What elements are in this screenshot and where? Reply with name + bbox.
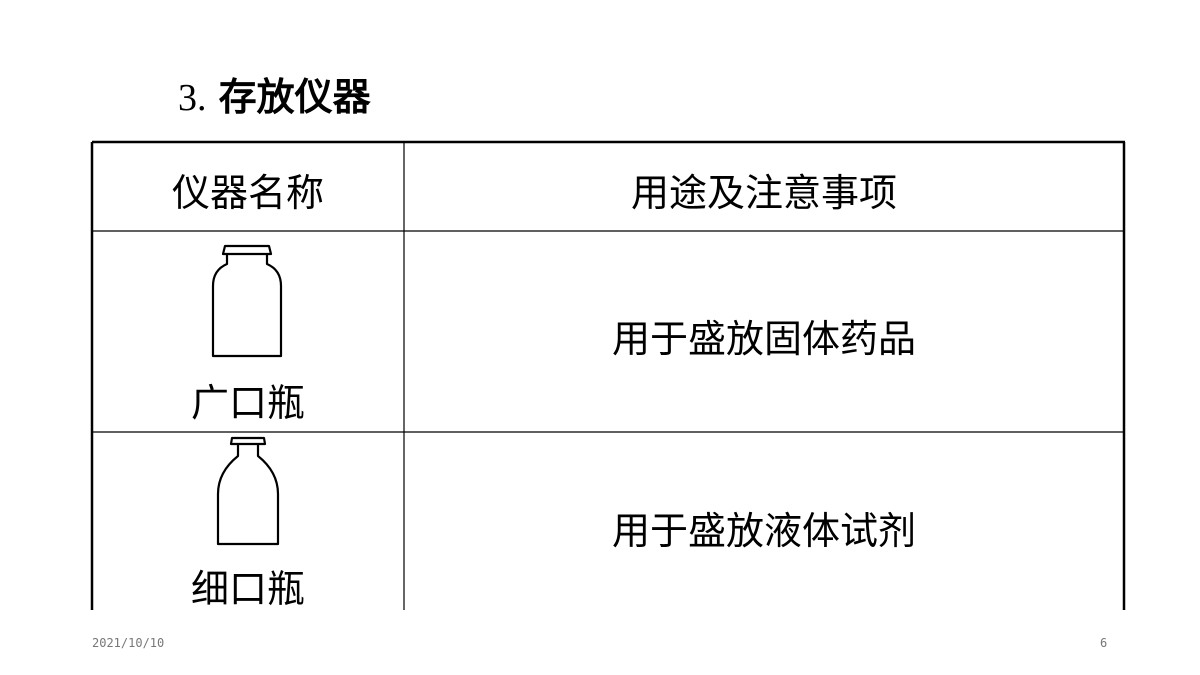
title-text: 存放仪器	[218, 75, 371, 119]
row-2-instrument-name: 细口瓶	[190, 567, 305, 611]
footer-date: 2021/10/10	[92, 636, 165, 650]
header-usage-notes: 用途及注意事项	[630, 171, 897, 215]
page-number: 6	[1100, 636, 1108, 650]
slide-title: 3. 存放仪器	[178, 70, 371, 124]
row-1-usage: 用于盛放固体药品	[611, 317, 916, 361]
title-number: 3.	[178, 77, 207, 119]
wide-mouth-bottle-icon	[211, 244, 283, 358]
row-1-instrument-name: 广口瓶	[190, 381, 305, 425]
narrow-mouth-bottle-icon	[216, 436, 280, 546]
header-instrument-name: 仪器名称	[171, 171, 324, 215]
row-2-usage: 用于盛放液体试剂	[611, 509, 916, 553]
